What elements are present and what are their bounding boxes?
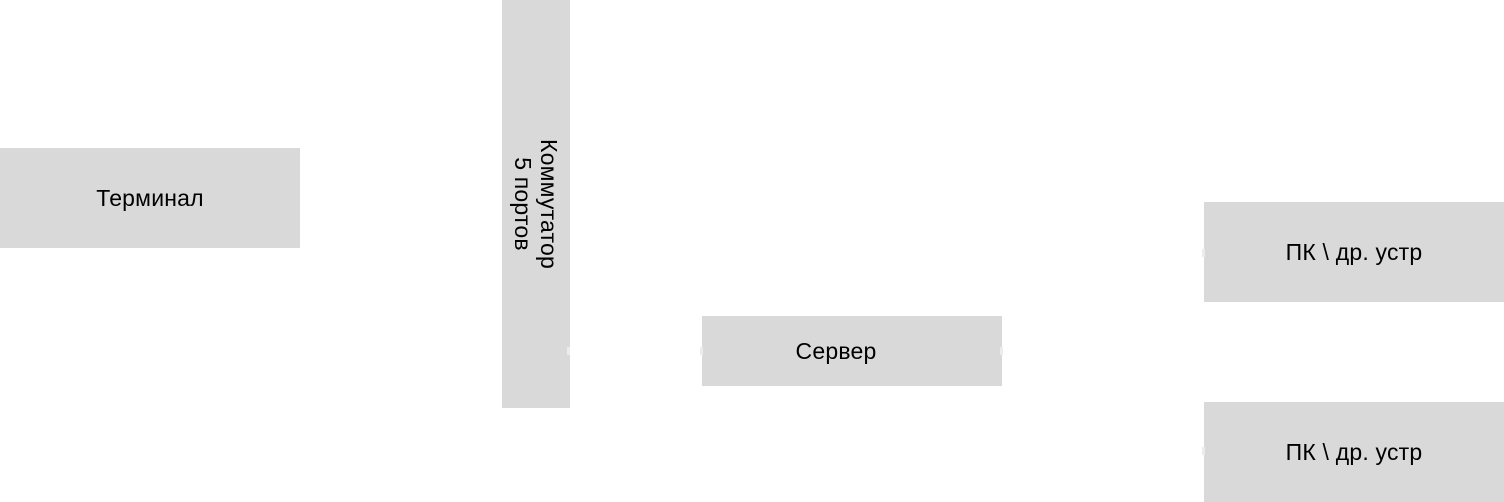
switch-node[interactable]: Коммутатор 5 портов [502, 0, 570, 408]
server-pc-connector [1000, 347, 1003, 355]
switch-label-ports: 5 портов [510, 157, 536, 251]
server-switch-connector [700, 347, 703, 355]
terminal-label: Терминал [96, 185, 204, 211]
switch-label-name: Коммутатор [536, 139, 562, 269]
terminal-node[interactable]: Терминал [0, 148, 300, 248]
switch-server-connector [567, 347, 570, 355]
pc-node-1[interactable]: ПК \ др. устр [1204, 202, 1504, 302]
server-node[interactable]: Сервер [702, 316, 1002, 386]
switch-label-group: Коммутатор 5 портов [506, 84, 566, 324]
server-label: Сервер [795, 338, 877, 364]
pc-label-1: ПК \ др. устр [1285, 239, 1423, 265]
pc-node-2[interactable]: ПК \ др. устр [1204, 402, 1504, 502]
pc1-connector [1202, 249, 1205, 257]
pc2-connector [1202, 447, 1205, 455]
pc-label-2: ПК \ др. устр [1285, 439, 1423, 465]
